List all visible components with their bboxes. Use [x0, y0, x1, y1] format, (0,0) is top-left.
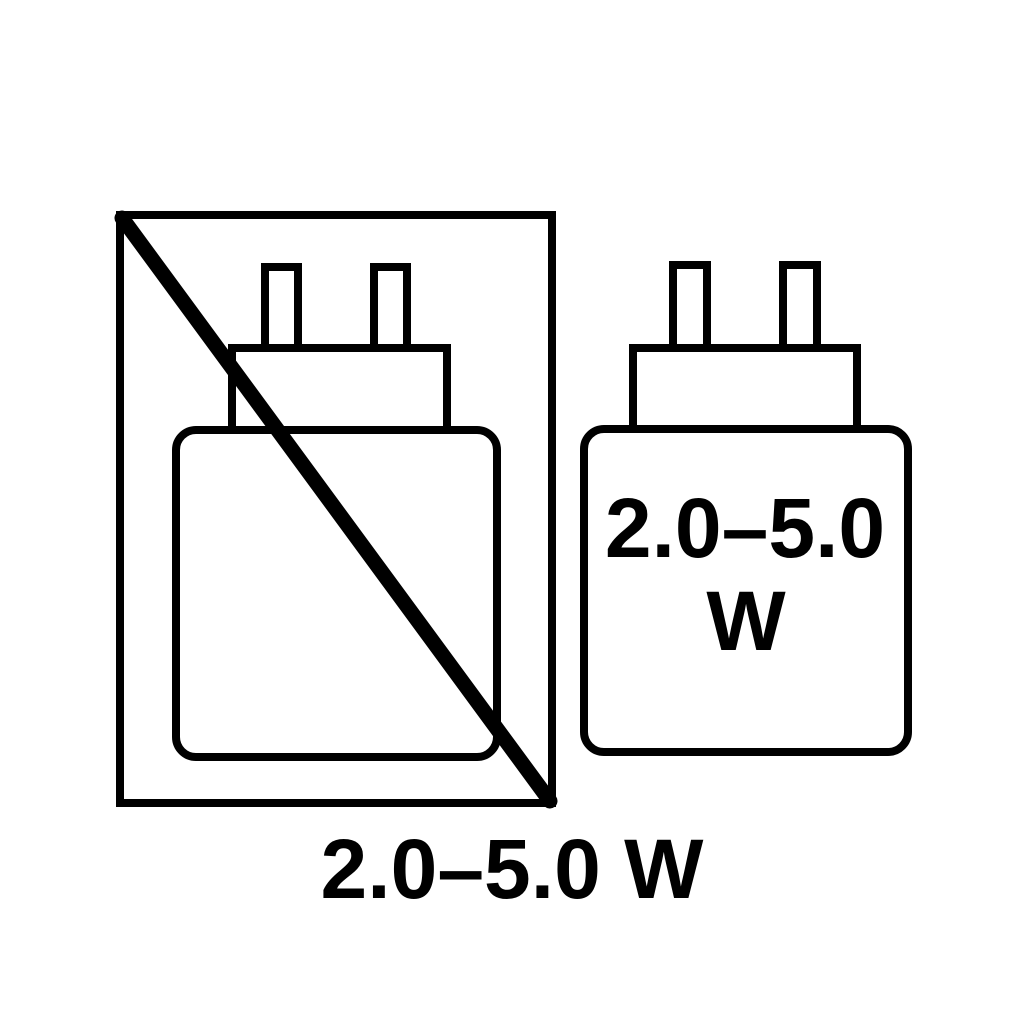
adapter-power-range-text: 2.0–5.0 — [605, 481, 885, 575]
adapter-body — [580, 425, 912, 756]
power-adapter-icon: 2.0–5.0 W — [580, 261, 912, 756]
prohibition-frame — [116, 211, 556, 807]
power-range-caption: 2.0–5.0 W — [321, 822, 705, 916]
power-adapter-crossed-out-icon — [114, 210, 558, 809]
adapter-body — [172, 426, 501, 761]
prohibition-slash-icon — [114, 210, 558, 809]
adapter-power-unit-text: W — [706, 574, 786, 668]
